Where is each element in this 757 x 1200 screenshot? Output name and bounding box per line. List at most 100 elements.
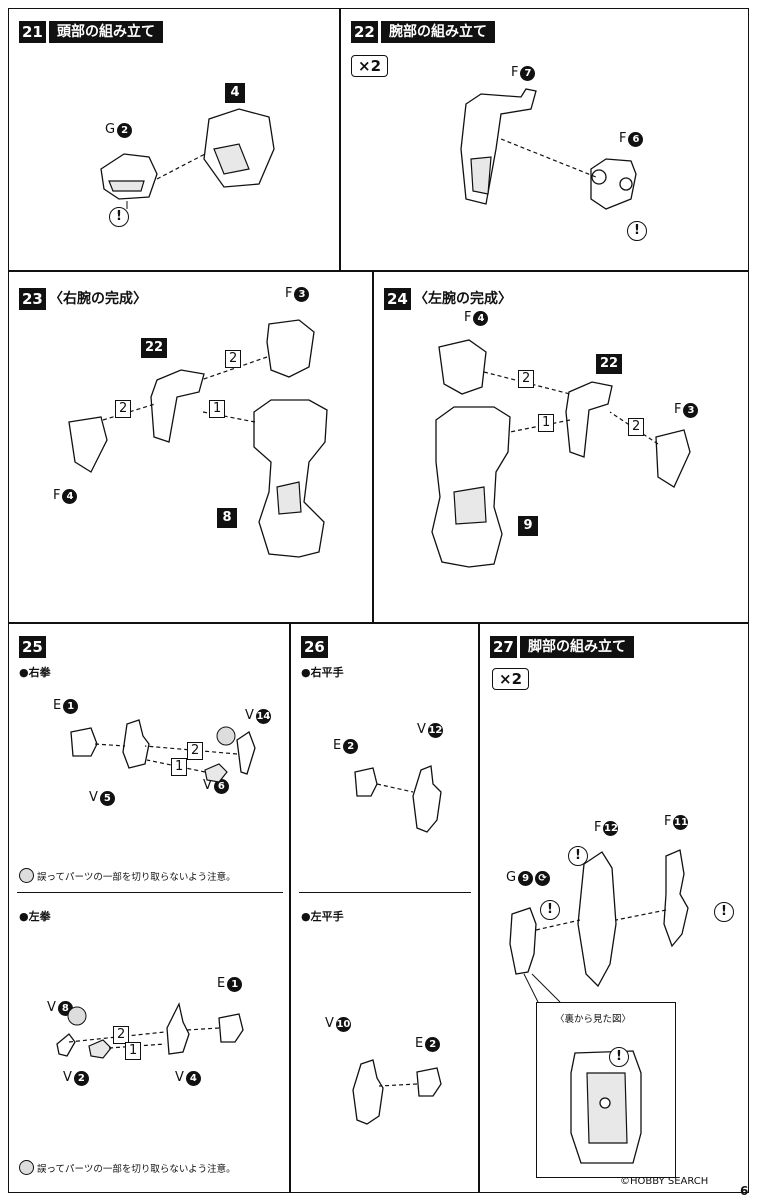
runner-letter: E — [217, 976, 226, 991]
right-arm-illustration — [68, 319, 328, 558]
part-label-g2: G 2 — [105, 122, 133, 138]
part-label-v12: V 12 — [417, 722, 443, 738]
leg-assembly-illustration — [509, 849, 689, 1003]
part-number: 2 — [117, 122, 133, 138]
part-label-f4: F 4 — [464, 310, 489, 326]
runner-letter: G — [105, 122, 116, 137]
warning-icon: ! — [540, 900, 560, 920]
part-label-v14: V 14 — [245, 708, 271, 724]
assembly-ref-8: 8 — [217, 508, 237, 528]
order-1: 1 — [171, 758, 188, 776]
quantity-multiplier: ×2 — [492, 668, 530, 690]
step-title: 〈左腕の完成〉 — [414, 291, 512, 307]
part-number: 6 — [628, 131, 644, 147]
part-label-f12: F 12 — [594, 820, 619, 836]
part-label-v10: V 10 — [325, 1016, 351, 1032]
runner-letter: F — [619, 131, 627, 146]
order-1: 1 — [538, 414, 555, 432]
runner-letter: V — [245, 708, 254, 723]
order-1-left: 1 — [125, 1042, 142, 1060]
step-title: 頭部の組み立て — [49, 21, 163, 43]
part-number: 10 — [335, 1016, 351, 1032]
order-2: 2 — [187, 742, 204, 760]
part-label-e2: E 2 — [333, 738, 359, 754]
part-label-g9: G 9 ⟳ — [506, 870, 551, 886]
caution-text: 誤ってパーツの一部を切り取らないよう注意。 — [37, 871, 236, 883]
order-2-left: 2 — [113, 1026, 130, 1044]
part-number: 4 — [62, 488, 78, 504]
part-label-e1-left: E 1 — [217, 976, 243, 992]
runner-letter: F — [464, 310, 472, 325]
right-fist-illustration — [70, 719, 256, 783]
warning-icon: ! — [109, 207, 129, 227]
part-label-v4: V 4 — [175, 1070, 201, 1086]
step-number: 25 — [19, 636, 46, 658]
order-2a: 2 — [518, 370, 535, 388]
step-number: 24 — [384, 288, 411, 310]
quantity-multiplier: ×2 — [351, 55, 389, 77]
back-view-inset: 〈裏から見た図〉 ! — [536, 1002, 676, 1178]
part-label-e2-left: E 2 — [415, 1036, 441, 1052]
step-title: 腕部の組み立て — [381, 21, 495, 43]
part-label-f4: F 4 — [53, 488, 78, 504]
step-number: 22 — [351, 21, 378, 43]
warning-icon: ! — [627, 221, 647, 241]
runner-letter: E — [333, 738, 342, 753]
part-label-f7: F 7 — [511, 65, 536, 81]
part-number: 12 — [427, 722, 443, 738]
step-number: 27 — [490, 636, 517, 658]
subsection-right-fist: ●右拳 — [19, 666, 51, 679]
part-number: 1 — [227, 976, 243, 992]
caution-icon — [19, 1160, 34, 1175]
runner-letter: F — [664, 814, 672, 829]
back-view-illustration — [570, 1050, 642, 1164]
runner-letter: V — [203, 778, 212, 793]
warning-icon: ! — [714, 902, 734, 922]
order-2a: 2 — [225, 350, 242, 368]
runner-letter: E — [415, 1036, 424, 1051]
runner-letter: V — [47, 1000, 56, 1015]
left-fist-illustration — [56, 1002, 244, 1059]
part-label-f11: F 11 — [664, 814, 689, 830]
assembly-ref-22: 22 — [596, 354, 622, 374]
step-number: 21 — [19, 21, 46, 43]
runner-letter: E — [53, 698, 62, 713]
part-number: 5 — [99, 790, 115, 806]
runner-letter: V — [89, 790, 98, 805]
step-21-panel: 21 頭部の組み立て G 2 4 ! — [8, 8, 340, 271]
part-label-v5: V 5 — [89, 790, 115, 806]
caution-icon — [19, 868, 34, 883]
warning-icon: ! — [568, 846, 588, 866]
runner-letter: F — [53, 488, 61, 503]
assembly-ref-4: 4 — [225, 83, 245, 103]
order-2b: 2 — [115, 400, 132, 418]
watermark: ©HOBBY SEARCH — [620, 1176, 709, 1187]
part-label-v2: V 2 — [63, 1070, 89, 1086]
step-23-panel: 23 〈右腕の完成〉 F 3 22 8 F 4 2 2 1 — [8, 271, 373, 623]
step-26-panel: 26 ●右平手 E 2 V 12 ●左平手 V 10 E 2 — [290, 623, 479, 1193]
caution-text: 誤ってパーツの一部を切り取らないよう注意。 — [37, 1163, 236, 1175]
warning-icon: ! — [609, 1047, 629, 1067]
runner-letter: V — [63, 1070, 72, 1085]
subsection-left-open-hand: ●左平手 — [301, 910, 344, 923]
runner-letter: F — [594, 820, 602, 835]
step-24-panel: 24 〈左腕の完成〉 F 4 22 F 3 9 2 1 2 — [373, 271, 749, 623]
runner-letter: V — [175, 1070, 184, 1085]
part-number: 14 — [255, 708, 271, 724]
part-label-f6: F 6 — [619, 131, 644, 147]
step-title: 〈右腕の完成〉 — [49, 291, 147, 307]
subsection-right-open-hand: ●右平手 — [301, 666, 344, 679]
runner-letter: F — [674, 402, 682, 417]
caution-note: 誤ってパーツの一部を切り取らないよう注意。 — [19, 868, 236, 883]
section-divider — [17, 892, 283, 893]
part-number: 12 — [603, 820, 619, 836]
part-label-e1: E 1 — [53, 698, 79, 714]
part-number: 9 — [518, 870, 534, 886]
runner-letter: G — [506, 870, 517, 885]
part-number: 2 — [425, 1036, 441, 1052]
runner-letter: V — [325, 1016, 334, 1031]
part-number: 2 — [343, 738, 359, 754]
assembly-ref-9: 9 — [518, 516, 538, 536]
left-arm-illustration — [431, 339, 691, 568]
runner-letter: F — [285, 286, 293, 301]
